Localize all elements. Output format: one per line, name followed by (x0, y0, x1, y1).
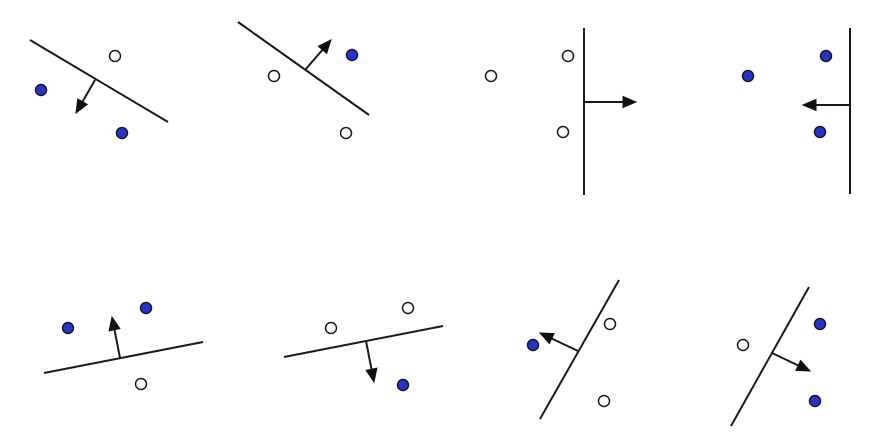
hollow-data-point (324, 321, 338, 335)
filled-data-point (396, 378, 410, 392)
filled-data-point (61, 321, 75, 335)
decision-boundary-line (29, 39, 169, 123)
decision-boundary-line (43, 341, 204, 374)
hollow-data-point (339, 126, 353, 140)
normal-vector-arrowhead (801, 98, 817, 112)
diagram-panel-1 (29, 39, 169, 140)
diagram-panel-6 (283, 301, 444, 392)
normal-vector-arrowhead (75, 98, 89, 115)
filled-data-point (813, 317, 827, 331)
hollow-data-point (484, 69, 498, 83)
filled-data-point (115, 126, 129, 140)
normal-vector-arrowhead (365, 367, 378, 384)
normal-vector-shaft (112, 326, 121, 359)
decision-boundary-line (237, 21, 370, 116)
filled-data-point (813, 125, 827, 139)
normal-vector-shaft (80, 79, 96, 105)
normal-vector-shaft (548, 336, 579, 352)
normal-vector-shaft (304, 46, 326, 71)
diagram-panel-8 (730, 286, 827, 427)
diagram-panel-7 (526, 279, 620, 420)
hollow-data-point (401, 301, 415, 315)
hollow-data-point (597, 394, 611, 408)
decision-boundary-line (539, 279, 620, 420)
diagram-panel-2 (237, 21, 370, 140)
filled-data-point (741, 69, 755, 83)
filled-data-point (819, 49, 833, 63)
normal-vector-shaft (365, 340, 374, 373)
filled-data-point (808, 394, 822, 408)
hollow-data-point (556, 125, 570, 139)
normal-vector-arrowhead (317, 39, 332, 55)
diagram-panel-5 (43, 301, 204, 391)
filled-data-point (34, 83, 48, 97)
filled-data-point (345, 48, 359, 62)
normal-vector-arrowhead (622, 95, 638, 109)
normal-vector-arrowhead (108, 315, 121, 332)
hollow-data-point (108, 49, 122, 63)
hollow-data-point (267, 69, 281, 83)
diagram-panel-4 (741, 28, 851, 194)
decision-boundary-line (283, 325, 444, 358)
decision-boundary-line (730, 286, 810, 427)
normal-vector-arrowhead (538, 332, 555, 345)
hollow-data-point (134, 377, 148, 391)
hollow-data-point (603, 317, 617, 331)
normal-vector-arrowhead (795, 359, 812, 372)
filled-data-point (139, 301, 153, 315)
diagram-panel-3 (484, 28, 638, 195)
hollow-data-point (561, 49, 575, 63)
normal-vector-shaft (771, 352, 802, 368)
filled-data-point (526, 338, 540, 352)
hollow-data-point (736, 338, 750, 352)
